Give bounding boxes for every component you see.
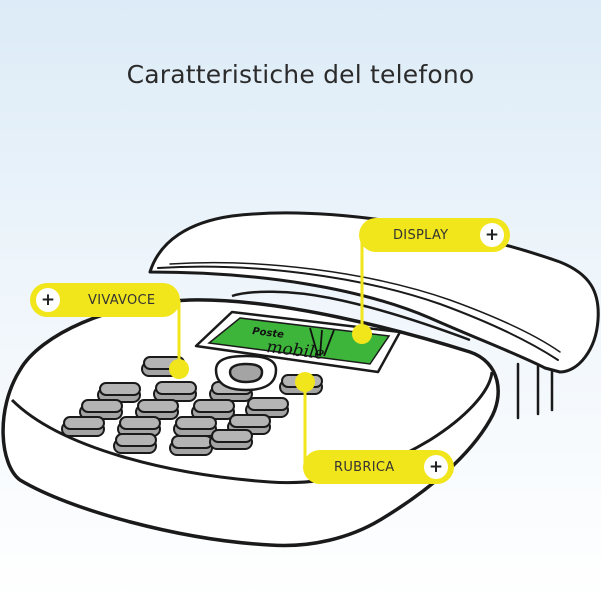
key-9[interactable] (173, 416, 217, 437)
key-6[interactable] (191, 399, 235, 420)
plus-icon: + (424, 455, 448, 479)
rubrica-hotspot-button[interactable]: RUBRICA + (303, 450, 454, 484)
key-hash[interactable] (209, 429, 253, 450)
vivavoce-hotspot-dot (169, 359, 189, 379)
display-hotspot-button[interactable]: DISPLAY + (359, 218, 510, 252)
plus-icon: + (480, 223, 504, 247)
navigation-key[interactable] (214, 354, 278, 392)
rubrica-hotspot-dot (295, 372, 315, 392)
key-0[interactable] (169, 435, 213, 456)
handset (148, 211, 600, 420)
display-label: DISPLAY (393, 227, 449, 243)
key-5[interactable] (135, 399, 179, 420)
vivavoce-hotspot-button[interactable]: + VIVAVOCE (30, 283, 180, 317)
key-1[interactable] (97, 382, 141, 403)
key-2[interactable] (153, 381, 197, 402)
key-7[interactable] (61, 416, 105, 437)
key-star[interactable] (113, 433, 157, 454)
display-logo-poste: Poste (252, 326, 285, 341)
vivavoce-label: VIVAVOCE (88, 292, 156, 308)
plus-icon: + (36, 288, 60, 312)
rubrica-label: RUBRICA (334, 459, 395, 475)
hotspot-connectors (169, 232, 372, 467)
display-hotspot-dot (352, 324, 372, 344)
page-title: Caratteristiche del telefono (126, 60, 475, 89)
